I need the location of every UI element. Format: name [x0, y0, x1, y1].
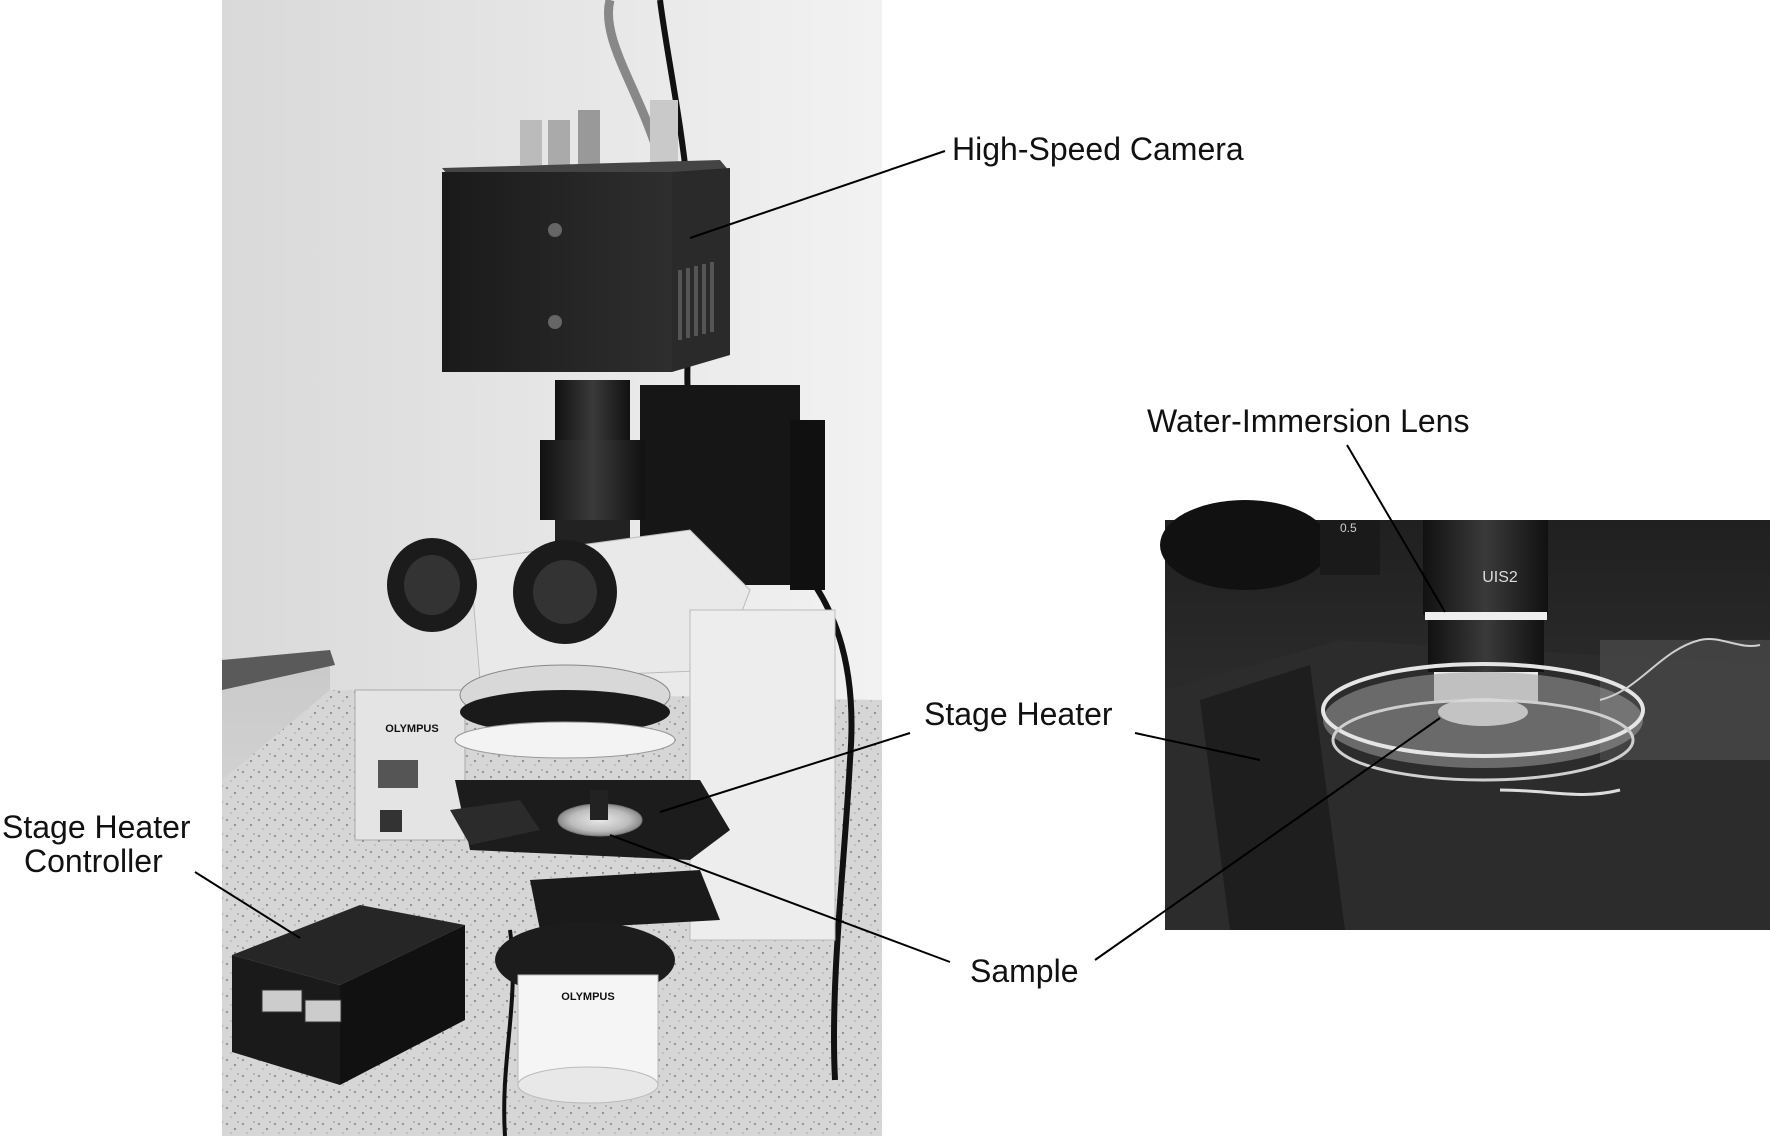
objective-marking: UIS2 — [1482, 569, 1518, 586]
microscope-photo: OLYMPUS OLYMPUS — [222, 0, 882, 1136]
label-controller-line-1: Stage Heater — [2, 809, 191, 845]
condenser-brand: OLYMPUS — [561, 991, 614, 1003]
label-high-speed-camera: High-Speed Camera — [952, 131, 1244, 167]
inset-sample-leader-line — [1094, 717, 1441, 961]
figure-labels: High-Speed Camera Water-Immersion Lens S… — [2, 131, 1469, 989]
leader-lines — [194, 150, 1446, 963]
camera-leader-line — [689, 150, 946, 239]
label-sample: Sample — [970, 953, 1079, 989]
microscope-stage — [450, 780, 730, 930]
stage-heater-controller — [232, 905, 465, 1085]
power-supply-brand: OLYMPUS — [385, 723, 438, 735]
label-water-immersion-lens: Water-Immersion Lens — [1147, 403, 1469, 439]
label-stage-heater: Stage Heater — [924, 696, 1113, 732]
inset-photo: 0.5 UIS2 — [1160, 500, 1770, 930]
heater-leader-line — [659, 732, 911, 813]
sample-leader-line — [609, 834, 951, 963]
label-controller-line-2: Controller — [24, 843, 163, 879]
eyepieces — [387, 538, 617, 644]
lens-leader-line — [1346, 444, 1446, 613]
inset-heater-leader-line — [1134, 732, 1261, 761]
side-objective-spec: 0.5 — [1340, 521, 1357, 535]
controller-leader-line — [194, 871, 301, 939]
high-speed-camera — [442, 160, 730, 372]
